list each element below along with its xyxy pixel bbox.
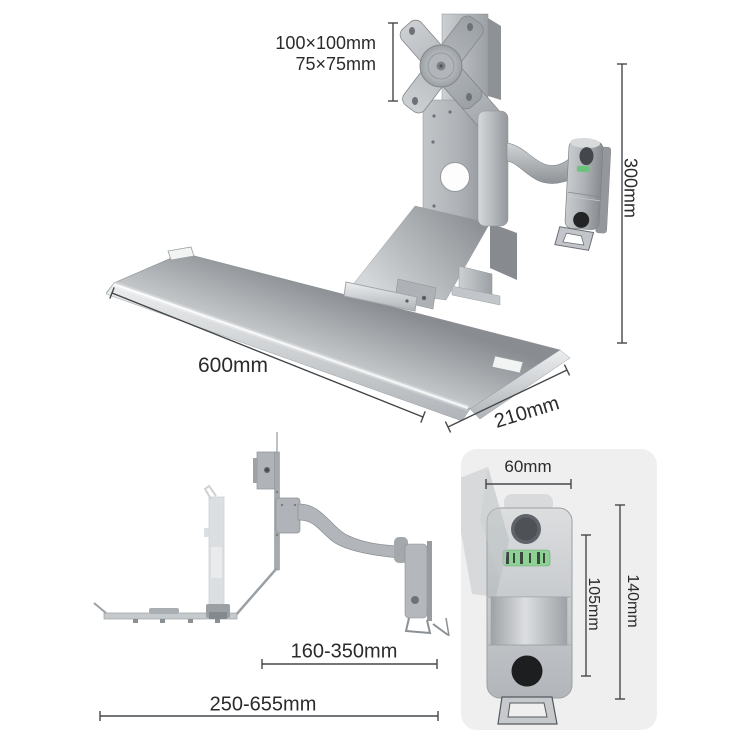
main-product-render bbox=[105, 13, 627, 433]
total-extension-dimension-line bbox=[99, 711, 439, 721]
height-dimension-label: 300mm bbox=[620, 157, 641, 219]
vesa-dimension-line bbox=[388, 22, 398, 102]
keyboard-tray bbox=[105, 246, 571, 422]
column-side-depth bbox=[490, 223, 517, 280]
tray-clip-left bbox=[167, 246, 195, 261]
tray-width-dimension-label: 600mm bbox=[197, 354, 269, 377]
plate-hole-dimension-line bbox=[581, 534, 591, 677]
tray-width-dimension-line bbox=[109, 287, 426, 423]
plate-height-dimension-label: 140mm bbox=[624, 574, 641, 628]
side-arm-bracket bbox=[275, 497, 301, 534]
plate-height-dimension-line bbox=[615, 504, 625, 700]
side-wall-bracket bbox=[404, 543, 428, 619]
vesa-primary-label: 100×100mm bbox=[275, 33, 376, 53]
ghost-arm-overlay bbox=[461, 467, 509, 597]
ghost-column bbox=[203, 484, 225, 618]
arm-extension-dimension-line bbox=[261, 659, 438, 669]
detail-panel bbox=[461, 449, 657, 730]
tray-depth-dimension-line bbox=[444, 364, 571, 433]
vesa-dimension-label: 100×100mm 75×75mm bbox=[246, 33, 376, 75]
vesa-corner-holes bbox=[409, 23, 473, 105]
cable-hole bbox=[440, 162, 470, 192]
height-dimension-line bbox=[617, 63, 627, 344]
wall-plate-detail bbox=[461, 467, 573, 725]
detail-bottom-hole bbox=[511, 655, 543, 687]
side-profile bbox=[93, 432, 450, 637]
side-view bbox=[93, 432, 450, 721]
bracket-top-hole bbox=[579, 147, 594, 166]
tray-support-strut bbox=[350, 205, 491, 301]
total-extension-dimension-label: 250-655mm bbox=[209, 693, 317, 716]
detail-bubble-level bbox=[502, 549, 551, 567]
plate-width-dimension-label: 60mm bbox=[504, 457, 552, 476]
wall-bracket bbox=[554, 137, 612, 251]
tray-clamp-bar bbox=[343, 281, 418, 312]
side-arm bbox=[297, 503, 400, 559]
vesa-secondary-label: 75×75mm bbox=[295, 54, 376, 74]
bubble-level bbox=[576, 165, 590, 173]
tray-clip-right bbox=[491, 355, 524, 374]
bracket-bottom-hole bbox=[573, 211, 590, 228]
arm-extension-dimension-label: 160-350mm bbox=[290, 640, 398, 663]
plate-hole-spacing-dimension-label: 105mm bbox=[585, 577, 602, 631]
plate-width-dimension-line bbox=[485, 479, 572, 489]
